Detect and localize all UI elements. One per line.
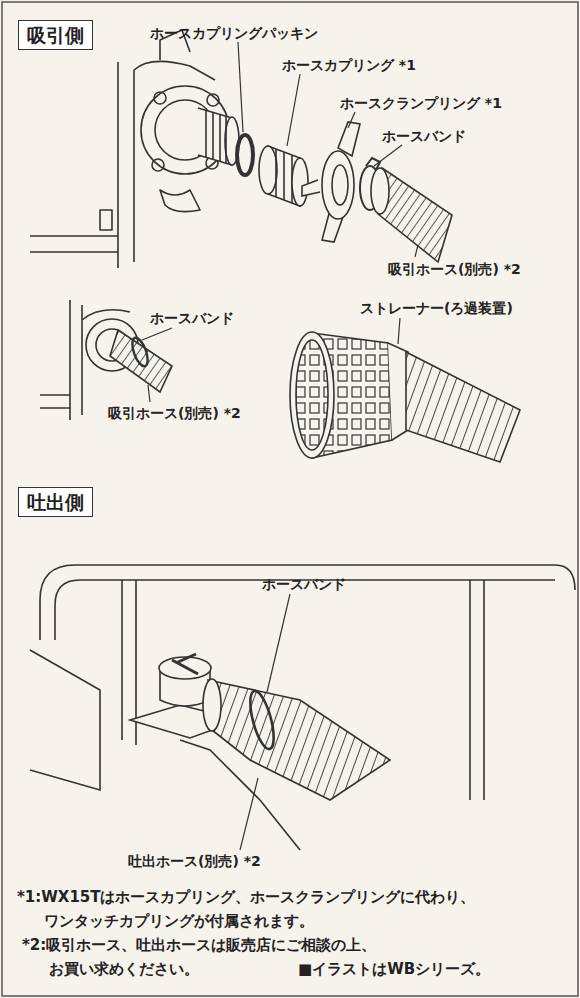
section-header: 吐出側 [18, 487, 93, 517]
part-label: ■イラストはWBシリーズ。 [298, 957, 490, 981]
section-header: 吸引側 [18, 20, 93, 50]
coupling-gasket [237, 135, 253, 175]
strainer [290, 332, 408, 458]
header-text: 吸引側 [27, 23, 84, 47]
hose-coupling [259, 146, 308, 206]
strainer-hose [406, 352, 520, 462]
hose-clamp-ring [302, 122, 360, 242]
part-label: ホースクランプリング *1 [340, 94, 502, 112]
suction-hose-small [110, 330, 172, 392]
part-label: ホースバンド [262, 575, 346, 593]
part-label: ホースバンド [382, 127, 466, 145]
suction-pump [30, 30, 239, 268]
part-label: ホースカプリングパッキン [150, 24, 318, 42]
discharge-hose [208, 680, 390, 800]
part-label: ストレーナー(ろ過装置) [360, 299, 513, 317]
footnote: *1:WX15Tはホースカプリング、ホースクランプリングに代わり、 ワンタッチカ… [17, 885, 574, 933]
part-label: 吸引ホース(別売) *2 [388, 260, 521, 278]
leader-lines [142, 42, 418, 850]
part-label: ホースバンド [150, 309, 234, 327]
part-label: 吸引ホース(別売) *2 [108, 404, 241, 422]
header-text: 吐出側 [27, 490, 84, 514]
discharge-hose-band [246, 689, 279, 752]
part-label: ホースカプリング *1 [282, 56, 416, 74]
part-label: 吐出ホース(別売) *2 [128, 852, 261, 870]
discharge-pump [30, 565, 575, 850]
